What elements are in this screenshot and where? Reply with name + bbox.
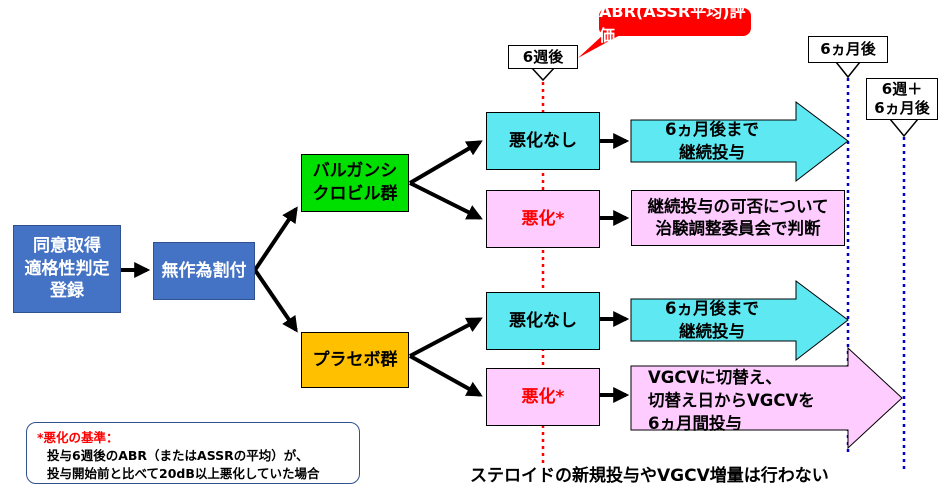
enroll-line3: 登録	[50, 281, 84, 302]
no-worsening-label-1: 悪化なし	[509, 130, 577, 151]
callout-pointer	[578, 34, 622, 58]
no-worsening-label-2: 悪化なし	[509, 310, 577, 331]
continue-arrow-2	[630, 280, 849, 362]
committee-line1: 継続投与の可否について	[647, 196, 829, 216]
footer-note: ステロイドの新規投与やVGCV増量は行わない	[470, 461, 829, 486]
continue-arrow-1	[630, 101, 849, 183]
worsening-label-2: 悪化*	[521, 386, 565, 407]
continue-2-line1: 6ヵ月後まで	[665, 298, 759, 318]
continue-1-line2: 継続投与	[679, 143, 745, 162]
month6-tag: 6ヵ月後	[808, 36, 888, 63]
footer-note-text: ステロイドの新規投与やVGCV増量は行わない	[470, 466, 829, 486]
switch-line3: 6ヵ月間投与	[648, 414, 742, 434]
valgan-line2: クロビル群	[312, 184, 398, 204]
switch-text: VGCVに切替え、 切替え日からVGCVを 6ヵ月間投与	[648, 366, 848, 433]
no-worsening-box-1: 悪化なし	[486, 112, 600, 170]
placebo-label: プラセボ群	[312, 349, 398, 370]
evaluation-callout-label: ABR(ASSR平均)評価	[599, 2, 746, 45]
enroll-line1: 同意取得	[33, 235, 101, 256]
week6-month6-line1: 6週＋	[881, 80, 923, 99]
committee-box: 継続投与の可否について 治験調整委員会で判断	[631, 190, 845, 246]
evaluation-callout: ABR(ASSR平均)評価	[599, 2, 751, 45]
month6-tag-tail	[834, 61, 862, 79]
worsening-box-2: 悪化*	[486, 368, 600, 426]
enroll-box: 同意取得 適格性判定 登録	[13, 225, 121, 313]
committee-line2: 治験調整委員会で判断	[655, 219, 821, 238]
enroll-line2: 適格性判定	[24, 258, 110, 279]
week6-month6-tag-tail	[888, 118, 920, 138]
switch-line1: VGCVに切替え、	[648, 368, 782, 387]
worsening-criteria-note: *悪化の基準： 投与6週後のABR（またはASSRの平均）が、 投与開始前と比べ…	[26, 422, 360, 484]
week6-month6-line2: 6ヵ月後	[874, 99, 930, 117]
criteria-title: *悪化の基準：	[37, 430, 119, 445]
continue-text-2: 6ヵ月後まで 継続投与	[632, 299, 792, 341]
week6-month6-tag: 6週＋ 6ヵ月後	[866, 78, 938, 120]
placebo-group-box: プラセボ群	[301, 332, 409, 388]
switch-arrow	[630, 346, 903, 450]
continue-2-line2: 継続投与	[679, 322, 745, 341]
week6-label: 6週後	[522, 47, 564, 66]
worsening-label-1: 悪化*	[521, 208, 565, 229]
worsening-box-1: 悪化*	[486, 190, 600, 248]
criteria-line2: 投与開始前と比べて20dB以上悪化していた場合	[47, 466, 320, 482]
month6-label: 6ヵ月後	[820, 40, 876, 59]
continue-text-1: 6ヵ月後まで 継続投与	[632, 120, 792, 162]
randomize-label: 無作為割付	[161, 260, 247, 281]
criteria-line1: 投与6週後のABR（またはASSRの平均）が、	[47, 448, 309, 464]
valganciclovir-group-box: バルガンシ クロビル群	[301, 154, 409, 212]
randomize-box: 無作為割付	[153, 242, 255, 300]
continue-1-line1: 6ヵ月後まで	[665, 119, 759, 139]
week6-tag: 6週後	[508, 45, 578, 69]
valgan-line1: バルガンシ	[312, 161, 398, 182]
no-worsening-box-2: 悪化なし	[486, 292, 600, 350]
switch-line2: 切替え日からVGCVを	[648, 391, 815, 411]
